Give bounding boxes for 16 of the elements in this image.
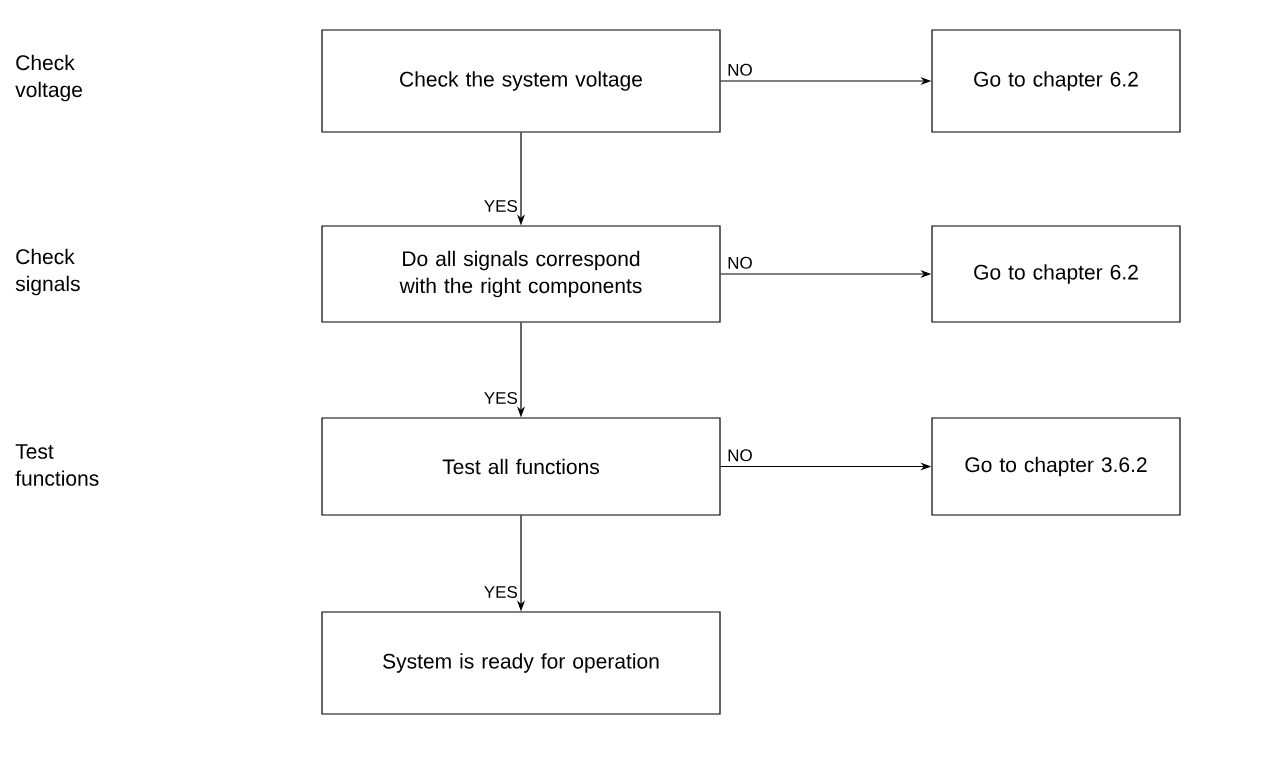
row-label: Check voltage [15,54,82,102]
process-box: System is ready for operation [321,611,721,715]
edge-label: NO [726,62,754,77]
edge-label: YES [482,199,519,214]
process-box: Do all signals correspond with the right components [321,225,721,323]
process-box: Go to chapter 6.2 [931,225,1181,323]
edge-label: YES [482,585,519,600]
edge-label: NO [726,255,754,270]
edge-label: YES [482,391,519,406]
row-label: Test functions [15,444,99,486]
process-box: Go to chapter 6.2 [931,29,1181,133]
process-box: Go to chapter 3.6.2 [931,417,1181,516]
process-box: Test all functions [321,417,721,516]
process-box: Check the system voltage [321,29,721,133]
row-label: Check signals [15,248,80,296]
edge-label: NO [726,448,754,463]
